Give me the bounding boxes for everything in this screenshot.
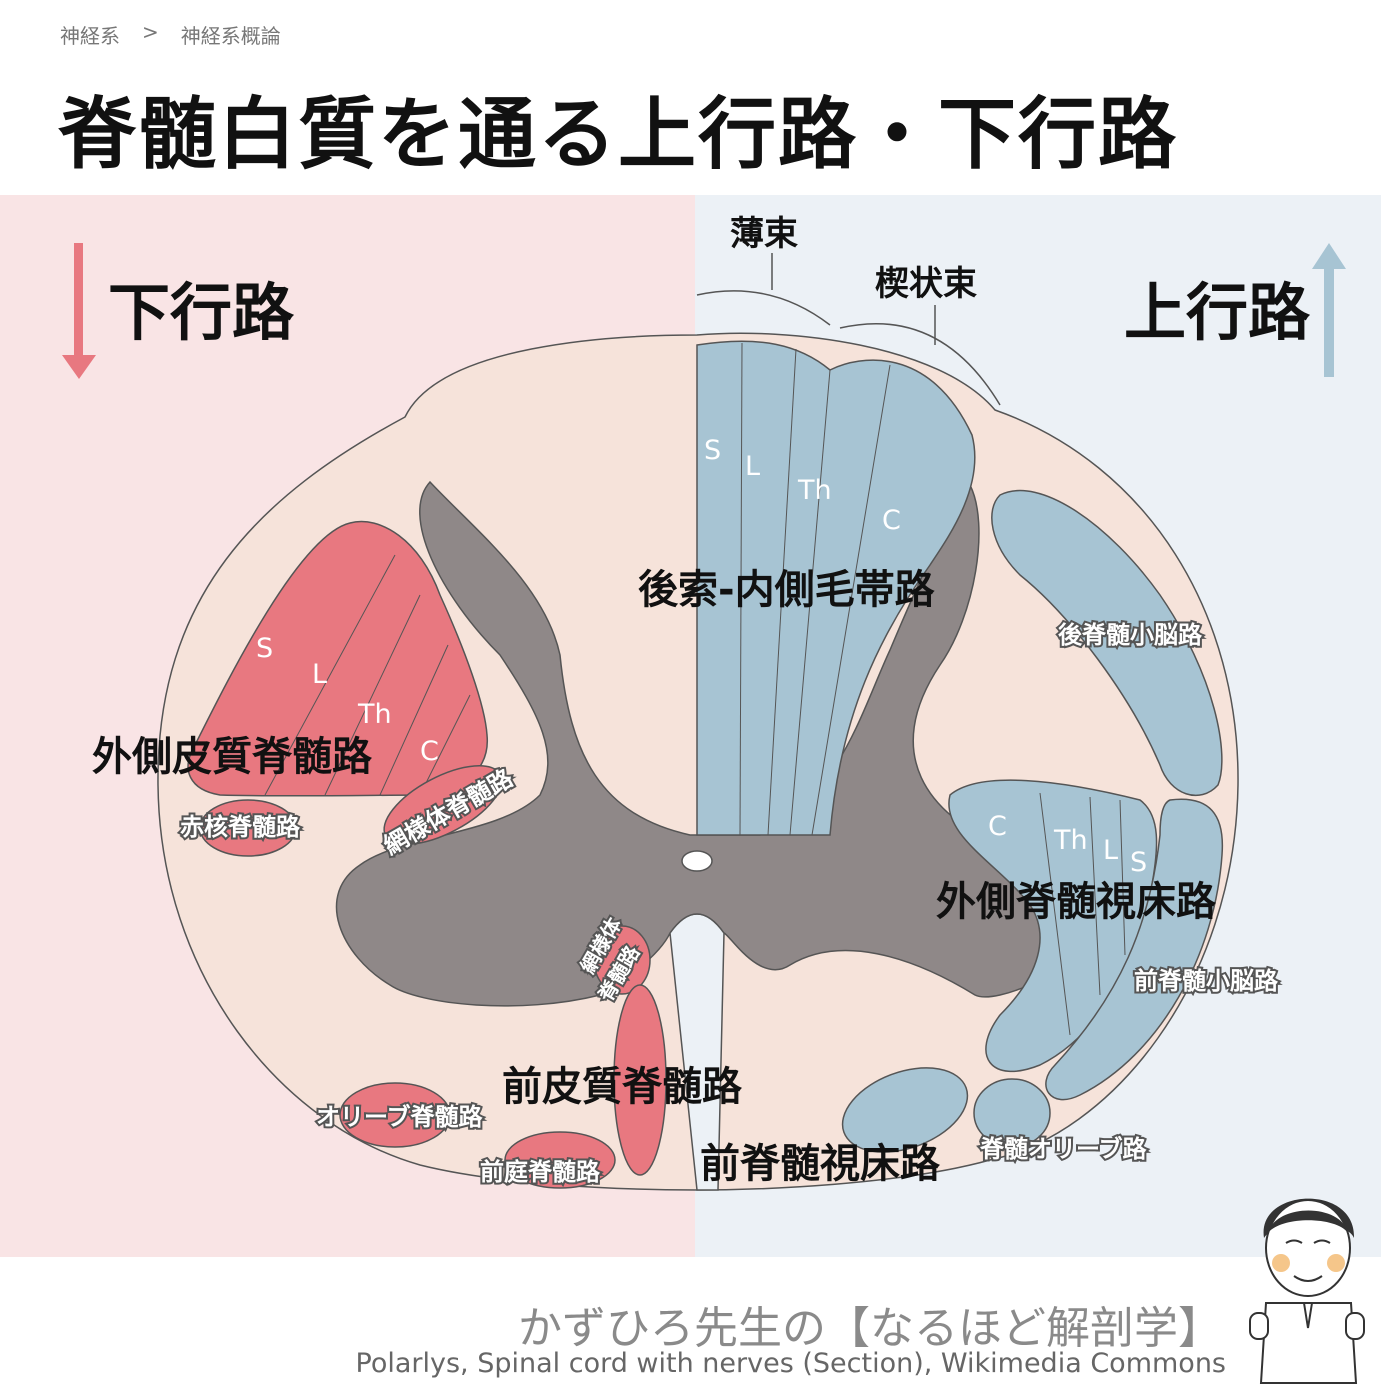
gracilis-bracket	[696, 290, 831, 326]
cuneatus-bracket	[839, 322, 1001, 406]
dc-segment-l: L	[745, 451, 760, 482]
lst-segment-c: C	[988, 811, 1007, 842]
central-canal	[681, 850, 713, 872]
reticulospinal-lateral-tract	[383, 764, 503, 846]
label-lateral-corticospinal: 外側皮質脊髄路	[92, 734, 373, 780]
spinal-cord-diagram: S L Th C S L Th C C Th L S 薄束 楔状束 後索-内側毛…	[62, 214, 1346, 1191]
spino-olivary-tract	[973, 1078, 1051, 1148]
label-vestibulospinal: 前庭脊髄路	[480, 1158, 601, 1186]
dc-segment-th: Th	[797, 475, 832, 506]
label-lateral-spinothalamic: 外側脊髄視床路	[936, 879, 1217, 925]
ascending-label: 上行路	[1124, 276, 1311, 349]
rubrospinal-tract	[199, 799, 297, 857]
doctor-mascot	[1249, 1198, 1365, 1384]
posterior-spinocerebellar-tract	[991, 489, 1223, 796]
olivospinal-tract	[339, 1082, 451, 1148]
lcs-segment-c: C	[420, 736, 439, 767]
label-anterior-spinothalamic: 前脊髄視床路	[700, 1141, 941, 1187]
lst-segment-s: S	[1130, 847, 1147, 878]
lateral-spinothalamic-tract	[948, 779, 1158, 1072]
lcs-segment-l: L	[312, 659, 327, 690]
label-anterior-spinocerebellar: 前脊髄小脳路	[1134, 967, 1279, 995]
down-arrow-icon	[62, 243, 96, 379]
descending-label: 下行路	[108, 276, 295, 349]
label-dorsal-column-lemniscal: 後索-内側毛帯路	[638, 567, 936, 613]
breadcrumb: 神経系 > 神経系概論	[60, 20, 281, 49]
anterior-spinocerebellar-tract	[1045, 798, 1224, 1101]
label-gracilis: 薄束	[730, 214, 798, 254]
anterior-corticospinal-tract	[613, 984, 667, 1176]
label-anterior-corticospinal: 前皮質脊髄路	[502, 1064, 743, 1110]
label-posterior-spinocerebellar: 後脊髄小脳路	[1058, 621, 1203, 649]
page-title: 脊髄白質を通る上行路・下行路	[58, 90, 1179, 180]
lst-segment-l: L	[1103, 835, 1118, 866]
dc-segment-c: C	[882, 505, 901, 536]
reticulospinal-anterior-tract	[593, 925, 651, 995]
label-spino-olivary: 脊髄オリーブ路	[979, 1135, 1148, 1163]
breadcrumb-parent[interactable]: 神経系	[60, 24, 120, 48]
breadcrumb-current[interactable]: 神経系概論	[180, 24, 281, 48]
lst-segment-th: Th	[1053, 825, 1088, 856]
footer-brand: かずひろ先生の【なるほど解剖学】	[518, 1303, 1222, 1354]
footer-credit[interactable]: Polarlys, Spinal cord with nerves (Secti…	[355, 1348, 1227, 1379]
label-cuneatus: 楔状束	[875, 264, 977, 304]
lcs-segment-s: S	[256, 633, 273, 664]
up-arrow-icon	[1312, 243, 1346, 377]
label-olivospinal: オリーブ脊髄路	[316, 1103, 484, 1131]
label-rubrospinal: 赤核脊髄路	[180, 813, 301, 841]
breadcrumb-separator: >	[142, 20, 159, 44]
dorsal-column-tract	[696, 340, 976, 836]
lcs-segment-th: Th	[357, 699, 392, 730]
anterior-spinothalamic-tract	[841, 1067, 969, 1153]
dc-segment-s: S	[704, 435, 721, 466]
vestibulospinal-tract	[504, 1131, 616, 1189]
